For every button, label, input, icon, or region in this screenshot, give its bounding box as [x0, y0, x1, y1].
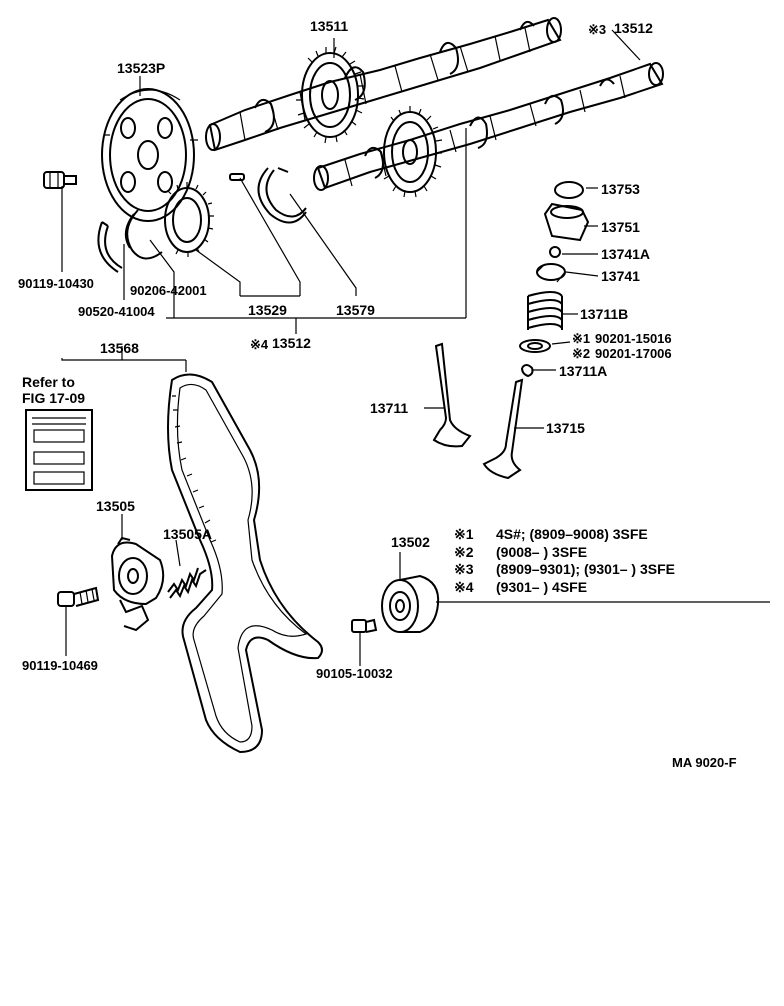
- label-13529: 13529: [248, 302, 287, 318]
- label-13512-bottom: 13512: [272, 335, 311, 351]
- label-13751: 13751: [601, 219, 640, 235]
- note-2: ※2 (9008– ) 3SFE: [454, 544, 587, 560]
- label-13711: 13711: [370, 400, 409, 416]
- timing-belt: [167, 373, 323, 754]
- label-13512-top: 13512: [614, 20, 653, 36]
- label-13512-bottom-mark: ※4: [250, 337, 269, 352]
- camshaft-lower: [313, 62, 664, 198]
- note-3-mark: ※3: [454, 561, 474, 577]
- label-13568: 13568: [100, 340, 139, 356]
- note-1-mark: ※1: [454, 526, 474, 542]
- pin-and-ring: [229, 167, 307, 224]
- label-13505: 13505: [96, 498, 135, 514]
- note-4: ※4 (9301– ) 4SFE: [454, 579, 587, 595]
- snap-rings: [97, 209, 163, 273]
- note-3: ※3 (8909–9301); (9301– ) 3SFE: [454, 561, 675, 577]
- refer-to-text: Refer to: [22, 374, 75, 390]
- idler-pulley: [381, 574, 440, 633]
- label-13512-top-mark: ※3: [588, 22, 607, 37]
- label-90201-15016: 90201-15016: [595, 331, 672, 346]
- refer-figure-box: [25, 409, 93, 491]
- camshaft-timing-pulley: [101, 88, 198, 222]
- tensioner-spring: [167, 567, 207, 599]
- bolt-90119-10430: [43, 171, 77, 189]
- bolt-90119-10469: [57, 586, 100, 607]
- leader-lines: [61, 29, 770, 666]
- label-13579: 13579: [336, 302, 375, 318]
- belt-tensioner: [110, 536, 165, 632]
- label-90520-41004: 90520-41004: [78, 304, 155, 319]
- label-13523P: 13523P: [117, 60, 166, 76]
- label-90201-17006: 90201-17006: [595, 346, 672, 361]
- note-2-mark: ※2: [454, 544, 474, 560]
- note-4-text: (9301– ) 4SFE: [496, 579, 588, 595]
- label-90201-17006-mark: ※2: [572, 346, 591, 361]
- label-13511: 13511: [310, 18, 349, 34]
- label-13715: 13715: [546, 420, 585, 436]
- label-13505A: 13505A: [163, 526, 213, 542]
- label-13711A: 13711A: [559, 363, 608, 379]
- note-2-text: (9008– ) 3SFE: [496, 544, 588, 560]
- label-13502: 13502: [391, 534, 430, 550]
- label-90119-10430: 90119-10430: [18, 276, 94, 291]
- label-13741A: 13741A: [601, 246, 651, 262]
- label-90119-10469: 90119-10469: [22, 658, 98, 673]
- camshaft-upper: [205, 17, 562, 152]
- label-13741: 13741: [601, 268, 640, 284]
- refer-fig-text: FIG 17-09: [22, 390, 86, 406]
- label-90206-42001: 90206-42001: [130, 283, 207, 298]
- sub-gear: [164, 182, 214, 257]
- label-90201-15016-mark: ※1: [572, 331, 591, 346]
- note-1: ※1 4S#; (8909–9008) 3SFE: [454, 526, 648, 542]
- note-3-text: (8909–9301); (9301– ) 3SFE: [496, 561, 675, 577]
- label-90105-10032: 90105-10032: [316, 666, 393, 681]
- valve-parts: [432, 181, 590, 480]
- note-4-mark: ※4: [454, 579, 474, 595]
- bolt-90105-10032: [351, 618, 378, 633]
- label-13711B: 13711B: [580, 306, 629, 322]
- diagram-code: MA 9020-F: [672, 755, 737, 770]
- note-1-text: 4S#; (8909–9008) 3SFE: [496, 526, 648, 542]
- label-13753: 13753: [601, 181, 640, 197]
